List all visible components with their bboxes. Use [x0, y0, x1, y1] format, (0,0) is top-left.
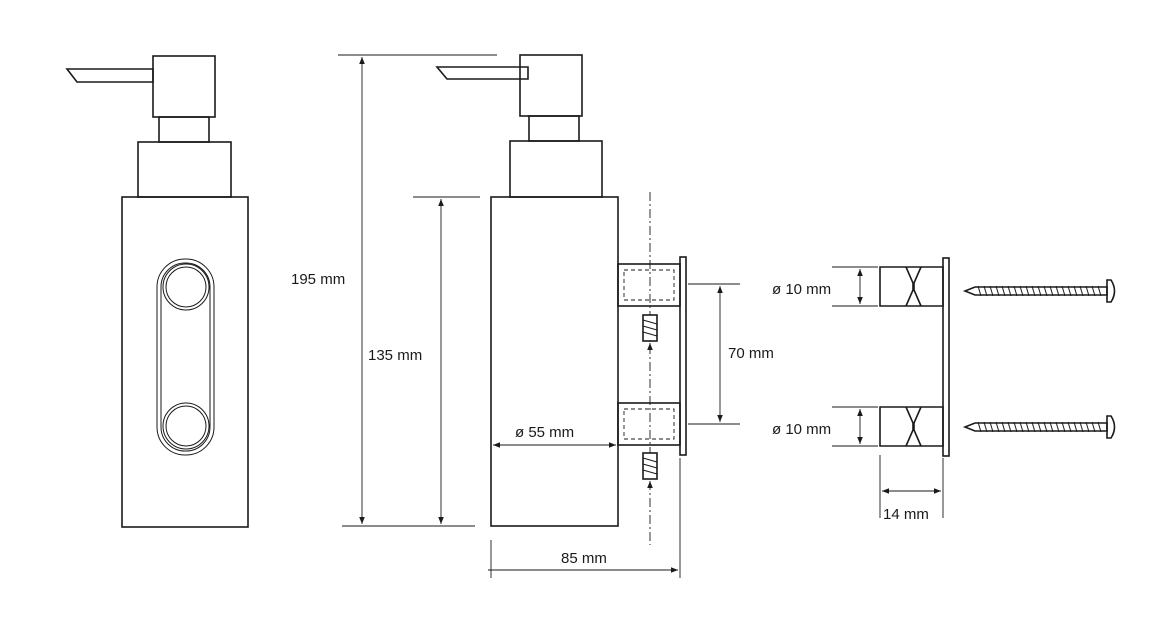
front-screw-cap-bottom-inner	[165, 405, 207, 447]
side-wall-plug-bottom	[642, 452, 658, 488]
front-pump-stem	[158, 116, 210, 143]
side-bracket-bottom-hidden	[623, 408, 675, 440]
body-height-label: 135 mm	[368, 347, 422, 364]
detail-bracket-top	[879, 266, 944, 307]
front-window-inner	[160, 262, 211, 452]
front-screw-cap-top	[162, 263, 210, 311]
detail-bracket-bottom	[879, 406, 944, 447]
bracket-depth-label: 14 mm	[883, 506, 929, 523]
bracket-diameter-bottom-label: ø 10 mm	[772, 421, 831, 438]
detail-wall-plate	[942, 257, 950, 457]
side-pump-nozzle	[435, 66, 529, 80]
bracket-detail: ø 10 mm ø 10 mm 14 mm	[772, 257, 1116, 523]
side-wall-plate	[679, 256, 687, 456]
front-body	[121, 196, 249, 528]
front-screw-cap-bottom	[162, 402, 210, 450]
body-diameter-label: ø 55 mm	[515, 424, 574, 441]
height-dimensions: 195 mm 135 mm	[291, 54, 497, 527]
side-pump-head	[519, 54, 583, 117]
side-view: ø 55 mm 70 mm 85 mm	[435, 54, 774, 578]
side-pump-stem	[528, 115, 580, 142]
side-bracket-top-hidden	[623, 269, 675, 301]
front-neck-collar	[137, 141, 232, 198]
side-body	[490, 196, 619, 527]
detail-screw-bottom	[962, 415, 1116, 439]
front-pump-nozzle	[65, 68, 154, 83]
front-view	[65, 55, 249, 528]
mount-spacing-label: 70 mm	[728, 345, 774, 362]
side-wall-plug-top	[642, 314, 658, 350]
front-screw-cap-top-inner	[165, 266, 207, 308]
front-window-outer	[156, 258, 215, 456]
bracket-diameter-top-label: ø 10 mm	[772, 281, 831, 298]
detail-screw-top	[962, 279, 1116, 303]
side-neck-collar	[509, 140, 603, 198]
depth-label: 85 mm	[561, 550, 607, 567]
overall-height-label: 195 mm	[291, 271, 345, 288]
front-pump-head	[152, 55, 216, 118]
